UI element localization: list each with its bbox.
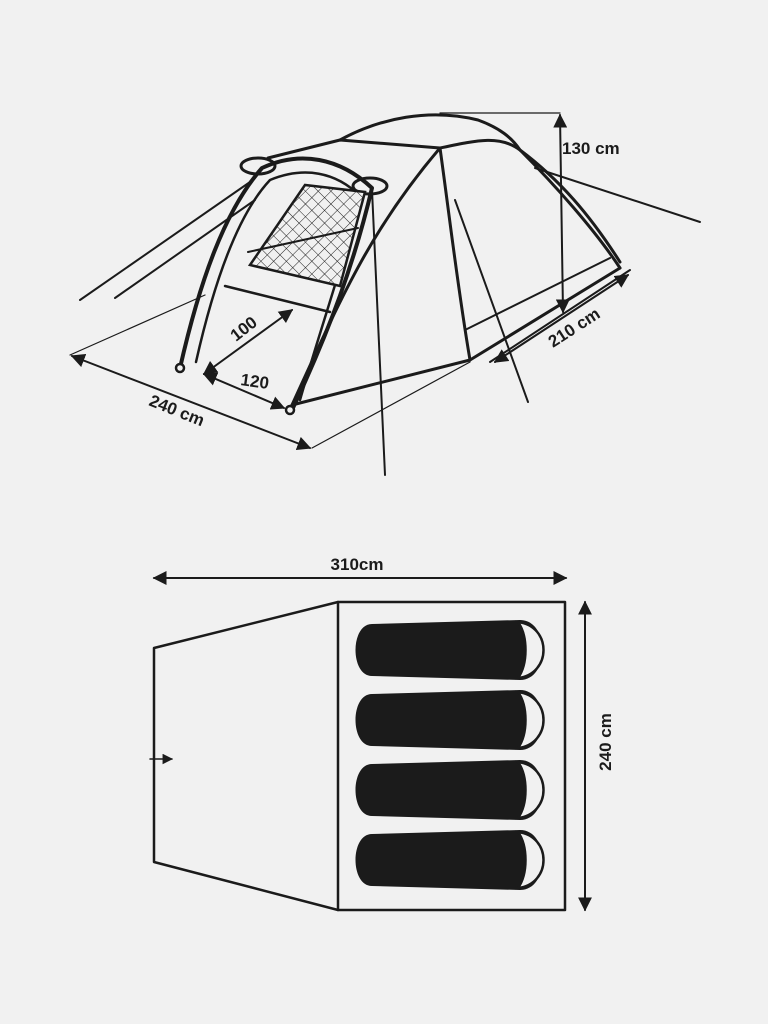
sleeping-bag-hood — [515, 830, 545, 890]
sleeping-bags — [355, 620, 545, 890]
sleeping-bag-body — [355, 830, 543, 890]
sleeping-bag-hood — [515, 760, 545, 820]
vestibule-depth-arrow — [202, 309, 294, 375]
pole-foot — [174, 362, 186, 374]
sleeping-bag-hood — [515, 690, 545, 750]
sleeping-bag — [355, 620, 545, 680]
rear-pole — [518, 148, 622, 270]
floor-width-label: 240 cm — [596, 713, 615, 771]
side-pole — [438, 146, 472, 362]
door-zipper — [247, 227, 359, 253]
guy-line-left-2 — [114, 199, 256, 299]
guy-line-side — [454, 199, 529, 403]
dome-top — [338, 113, 522, 152]
width-arrow — [70, 354, 312, 450]
sleeping-bag — [355, 690, 545, 750]
pole-cap-right — [351, 176, 389, 196]
pole-foot — [284, 404, 296, 416]
sleeping-bag-body — [355, 620, 543, 680]
sleeping-bag — [355, 830, 545, 890]
depth-arrow — [493, 274, 630, 363]
mesh-door — [247, 183, 367, 288]
tent-perspective: 130 cm 210 cm 240 cm 100 120 — [69, 112, 701, 476]
dome-outline — [290, 138, 622, 407]
guy-line-left-1 — [79, 181, 251, 301]
guy-line-back — [534, 167, 701, 223]
ridge-line — [266, 138, 442, 160]
pole-cap-left — [239, 156, 277, 176]
sleeping-bag-hood — [515, 620, 545, 680]
vestibule-depth-label: 100 — [227, 313, 261, 345]
sleeping-bag-body — [355, 760, 543, 820]
vestibule-arch-inner — [194, 171, 362, 402]
tent-floor-plan: 310cm 240 cm — [149, 555, 615, 912]
width-guide-left — [69, 294, 206, 356]
vestibule-width-label: 120 — [239, 370, 270, 393]
length-label: 310cm — [331, 555, 384, 574]
vestibule-arch-outer — [178, 156, 374, 412]
height-label: 130 cm — [562, 139, 620, 158]
width-guide-right — [311, 361, 471, 449]
vestibule-sill — [223, 284, 332, 314]
sleeping-bag — [355, 760, 545, 820]
sleeping-bag-body — [355, 690, 543, 750]
vestibule-width-arrow — [202, 372, 286, 410]
